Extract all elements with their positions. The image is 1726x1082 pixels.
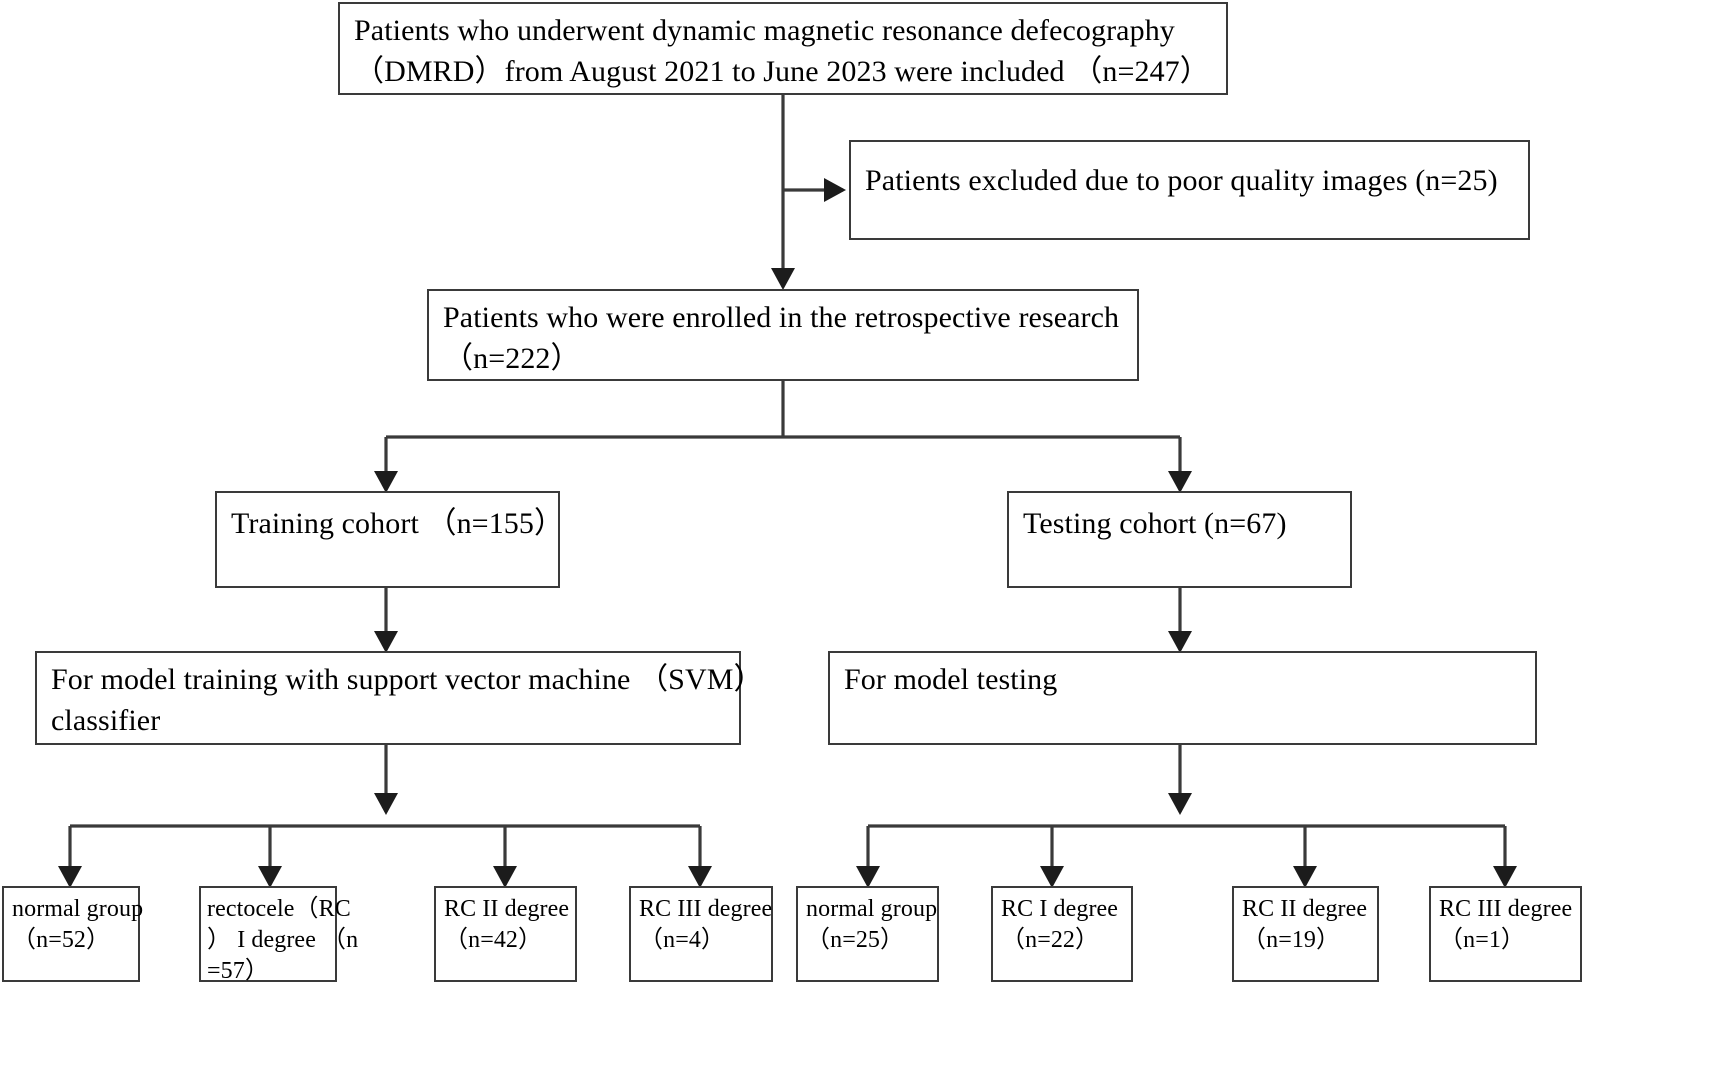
node-retrospective-enrolled-label: Patients who were enrolled in the retros…	[443, 301, 1120, 376]
node-training-rc-ii-label: RC II degree （n=42）	[444, 896, 570, 954]
node-training-normal-group: normal group （n=52）	[2, 886, 144, 982]
node-model-testing: For model testing	[828, 651, 1537, 745]
node-testing-rc-i-label: RC I degree （n=22）	[1001, 896, 1119, 954]
node-training-rc-iii: RC III degree （n=4）	[629, 886, 773, 982]
node-testing-rc-iii-label: RC III degree （n=1）	[1439, 896, 1573, 954]
node-model-training: For model training with support vector m…	[35, 651, 764, 745]
node-training-cohort: Training cohort （n=155）	[215, 491, 564, 588]
node-screened-patients: Patients who underwent dynamic magnetic …	[338, 2, 1228, 95]
node-retrospective-enrolled: Patients who were enrolled in the retros…	[427, 289, 1139, 381]
node-testing-cohort: Testing cohort (n=67)	[1007, 491, 1352, 588]
node-model-training-label: For model training with support vector m…	[51, 663, 764, 738]
node-training-normal-group-label: normal group （n=52）	[12, 896, 144, 954]
node-testing-rc-ii-label: RC II degree （n=19）	[1242, 896, 1368, 954]
node-excluded-patients-label: Patients excluded due to poor quality im…	[865, 164, 1498, 197]
node-testing-rc-iii: RC III degree （n=1）	[1429, 886, 1582, 982]
node-training-rc-ii: RC II degree （n=42）	[434, 886, 577, 982]
node-training-rc-iii-label: RC III degree （n=4）	[639, 896, 773, 954]
node-training-rc-i-label: rectocele（RC ） I degree （n =57）	[207, 896, 359, 985]
node-testing-rc-ii: RC II degree （n=19）	[1232, 886, 1379, 982]
node-training-cohort-label: Training cohort （n=155）	[231, 507, 565, 540]
node-model-testing-label: For model testing	[844, 663, 1058, 696]
node-testing-rc-i: RC I degree （n=22）	[991, 886, 1133, 982]
node-testing-normal-group: normal group （n=25）	[796, 886, 939, 982]
node-screened-patients-label: Patients who underwent dynamic magnetic …	[354, 14, 1210, 89]
node-testing-cohort-label: Testing cohort (n=67)	[1023, 507, 1287, 540]
node-excluded-patients: Patients excluded due to poor quality im…	[849, 140, 1530, 240]
node-training-rc-i: rectocele（RC ） I degree （n =57）	[199, 886, 358, 984]
node-testing-normal-group-label: normal group （n=25）	[806, 896, 938, 954]
